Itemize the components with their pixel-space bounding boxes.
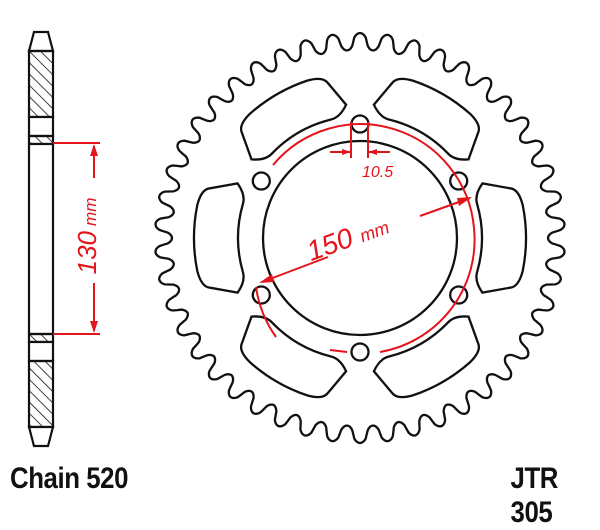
chain-size-label: Chain 520	[10, 462, 129, 495]
side-dimension-130	[53, 142, 100, 335]
bolt-hole-dimension-label: 10.5	[362, 164, 393, 181]
bolt-hole	[251, 285, 271, 305]
side-dimension-label: 130mm	[72, 198, 102, 275]
lightening-cutouts	[192, 77, 528, 399]
bolt-hole	[251, 171, 271, 191]
bolt-hole	[449, 285, 469, 305]
sprocket-drawing: 130mm 10.5 150mm	[27, 30, 566, 448]
side-view	[27, 30, 55, 448]
bolt-circle-label: 150mm	[302, 209, 392, 267]
lightening-cutout	[239, 315, 348, 399]
part-number-label: JTR 305	[510, 462, 559, 529]
sprocket-teeth-outline	[154, 31, 566, 445]
lightening-cutout	[372, 315, 481, 399]
lightening-cutout	[475, 182, 528, 294]
bolt-hole	[449, 171, 469, 191]
center-bore	[261, 139, 459, 337]
lightening-cutout	[372, 77, 481, 161]
svg-text:130mm: 130mm	[72, 198, 102, 275]
bolt-hole	[350, 342, 370, 362]
svg-text:150mm: 150mm	[302, 209, 392, 267]
lightening-cutout	[192, 182, 245, 294]
sprocket-front-view	[154, 31, 566, 445]
bolt-circle-dimension	[255, 122, 476, 353]
lightening-cutout	[239, 77, 348, 161]
